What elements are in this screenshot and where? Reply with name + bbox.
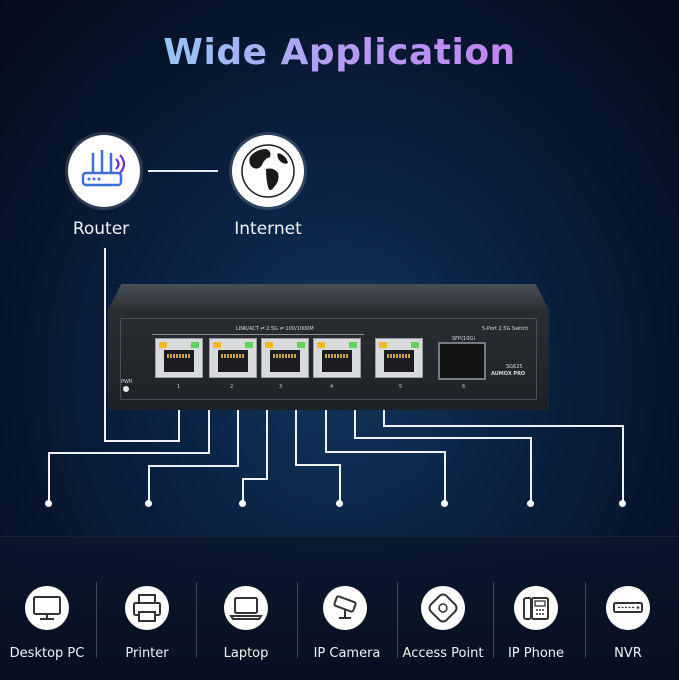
device-separator [196,582,197,658]
printer-node [125,586,169,630]
desktop-pc-label: Desktop PC [9,646,85,661]
nvr-icon [613,602,643,613]
globe-icon [241,144,295,198]
ethernet-port-4 [313,338,361,378]
port-number-1: 1 [177,384,181,390]
access-point-node [421,586,465,630]
laptop-label: Laptop [223,646,269,661]
desktop-pc-endpoint [45,500,52,507]
nvr-endpoint [619,500,626,507]
switch-model-line: 5-Port 2.5G Switch [482,326,529,332]
ip-phone-label: IP Phone [507,646,565,661]
port-number-4: 4 [330,384,334,390]
device-separator [397,582,398,658]
switch-header-rule [152,334,364,335]
access-point-label: Access Point [402,646,484,661]
nvr-label: NVR [614,646,642,661]
internet-node [232,135,304,207]
router-node [68,135,140,207]
router-uplink-line-v [178,410,180,442]
router-icon [81,150,126,187]
camera-icon [333,595,357,619]
port-number-5: 5 [399,384,403,390]
ip-phone-node [514,586,558,630]
monitor-icon [33,596,61,620]
printer-label: Printer [125,646,169,661]
laptop-icon [229,597,263,620]
device-separator [585,582,586,658]
sfp-label: SFP(10G) [452,336,476,342]
switch-front-panel [120,318,537,400]
ethernet-port-5 [375,338,423,378]
access-point-endpoint [441,500,448,507]
device-separator [96,582,97,658]
switch-model-code: SG625 [506,364,523,370]
ip-camera-label: IP Camera [313,646,381,661]
ethernet-port-2 [209,338,257,378]
desktop-pc-node [25,586,69,630]
power-led [123,386,129,392]
page-title: Wide Application [0,32,679,73]
router-uplink-line-h [104,440,180,442]
router-uplink-line [104,248,106,441]
port-number-2: 2 [230,384,234,390]
ip-phone-endpoint [527,500,534,507]
device-separator [297,582,298,658]
printer-endpoint [145,500,152,507]
switch-header-text: LINK/ACT ⇌ 2.5G ⇌ 100/1000M [236,326,314,332]
access-point-icon [428,593,458,623]
ip-camera-node [323,586,367,630]
router-internet-link [148,170,218,172]
port-number-6: 6 [462,384,466,390]
device-separator [493,582,494,658]
printer-icon [133,594,161,622]
internet-label: Internet [234,219,302,239]
switch-brand: AUMOX PRO [491,371,526,377]
phone-icon [523,597,549,620]
ip-camera-endpoint [336,500,343,507]
laptop-node [224,586,268,630]
ethernet-port-3 [261,338,309,378]
laptop-endpoint [239,500,246,507]
sfp-port [438,342,486,380]
router-label: Router [72,219,130,239]
port-number-3: 3 [279,384,283,390]
switch-top-panel [108,284,549,310]
pwr-label: PWR [121,379,133,385]
ethernet-port-1 [155,338,203,378]
nvr-node [606,586,650,630]
